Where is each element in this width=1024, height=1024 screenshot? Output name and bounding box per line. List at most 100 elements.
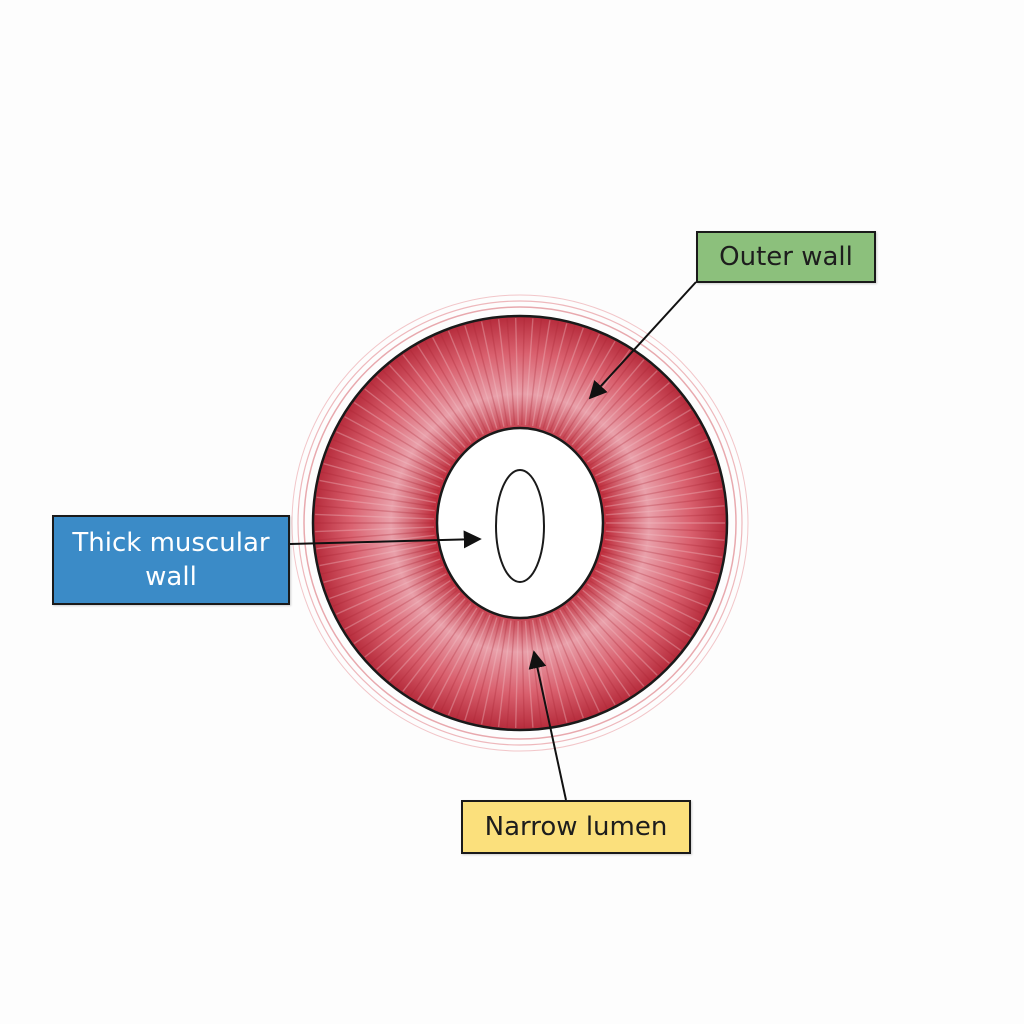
striation-line xyxy=(600,454,714,492)
striation-line xyxy=(524,318,534,426)
striation-line xyxy=(464,617,498,721)
striation-line xyxy=(409,605,475,697)
striation-line xyxy=(521,317,525,426)
striation-line xyxy=(447,614,491,716)
striation-line xyxy=(591,576,692,638)
striation-line xyxy=(604,538,723,558)
striation-line xyxy=(382,370,463,451)
striation-line xyxy=(340,569,445,623)
striation-line xyxy=(364,586,456,658)
striation-line xyxy=(409,349,475,441)
striation-line xyxy=(382,595,463,676)
striation-line xyxy=(332,438,442,484)
striation-line xyxy=(439,613,488,713)
striation-line xyxy=(538,618,568,723)
striation-line xyxy=(329,446,441,488)
striation-line xyxy=(329,558,441,600)
striation-line xyxy=(531,320,551,427)
striation-line xyxy=(358,395,454,463)
striation-line xyxy=(348,408,449,470)
striation-line xyxy=(549,330,593,432)
striation-line xyxy=(545,615,584,719)
striation-line xyxy=(542,325,576,429)
striation-line xyxy=(326,454,440,492)
striation-line xyxy=(577,595,658,676)
striation-line xyxy=(605,513,725,520)
striation-line xyxy=(595,423,700,477)
striation-line xyxy=(319,479,437,504)
narrow-lumen-label: Narrow lumen xyxy=(461,800,691,854)
striation-line xyxy=(315,530,435,541)
striation-line xyxy=(605,530,725,541)
striation-line xyxy=(472,323,502,428)
striation-line xyxy=(559,609,616,706)
adventitia-ring-1 xyxy=(303,306,737,740)
striation-line xyxy=(439,333,488,433)
muscular-wall-arrow xyxy=(289,530,482,549)
outer-wall-arrow xyxy=(588,281,697,400)
striation-line xyxy=(598,562,708,608)
adventitia-ring-3 xyxy=(291,294,749,752)
striation-line xyxy=(364,388,456,460)
striation-line xyxy=(586,583,682,651)
striation-line xyxy=(424,609,481,706)
striation-line xyxy=(321,546,437,575)
striation-line xyxy=(388,598,466,682)
striation-line xyxy=(326,554,440,592)
striation-line xyxy=(332,562,442,608)
striation-line xyxy=(336,565,444,615)
striation-line xyxy=(593,416,696,473)
striation-line xyxy=(604,488,723,508)
outer-wall-label: Outer wall xyxy=(696,231,876,283)
striation-line xyxy=(344,573,447,630)
striation-line xyxy=(315,526,435,533)
striation-line xyxy=(315,505,435,516)
striation-line xyxy=(472,618,502,723)
striation-line xyxy=(595,569,700,623)
striation-line xyxy=(315,513,435,520)
striation-line xyxy=(603,546,719,575)
striation-line xyxy=(340,423,445,477)
striation-line xyxy=(416,345,478,439)
striation-line xyxy=(506,318,516,426)
striation-line xyxy=(402,603,472,692)
striation-line xyxy=(599,446,711,488)
striation-line xyxy=(489,619,509,726)
striation-line xyxy=(559,340,616,437)
striation-line xyxy=(395,600,469,687)
striation-line xyxy=(456,327,495,431)
striation-line xyxy=(535,619,560,725)
striation-line xyxy=(402,354,472,443)
striation-line xyxy=(603,471,719,500)
striation-line xyxy=(600,554,714,592)
striation-line xyxy=(586,395,682,463)
striation-line xyxy=(591,408,692,470)
striation-line xyxy=(528,319,543,426)
striation-line xyxy=(497,620,512,727)
striation-line xyxy=(574,364,652,448)
striation-line xyxy=(571,359,645,446)
striation-line xyxy=(605,526,725,533)
striation-line xyxy=(416,607,478,701)
striation-line xyxy=(524,620,534,728)
striation-line xyxy=(552,613,601,713)
narrow-lumen-arrow xyxy=(528,650,567,801)
striation-line xyxy=(480,321,505,427)
striation-line xyxy=(538,323,568,428)
striation-line xyxy=(555,611,608,709)
striation-line xyxy=(545,327,584,431)
striation-line xyxy=(432,337,485,435)
striation-line xyxy=(464,325,498,429)
striation-line xyxy=(480,619,505,725)
striation-line xyxy=(579,592,664,671)
striation-line xyxy=(319,542,437,567)
striation-line xyxy=(358,583,454,651)
striation-line xyxy=(549,614,593,716)
striation-line xyxy=(497,319,512,426)
striation-line xyxy=(321,471,437,500)
striation-line xyxy=(571,600,645,687)
striation-line xyxy=(388,364,466,448)
striation-line xyxy=(323,463,438,496)
